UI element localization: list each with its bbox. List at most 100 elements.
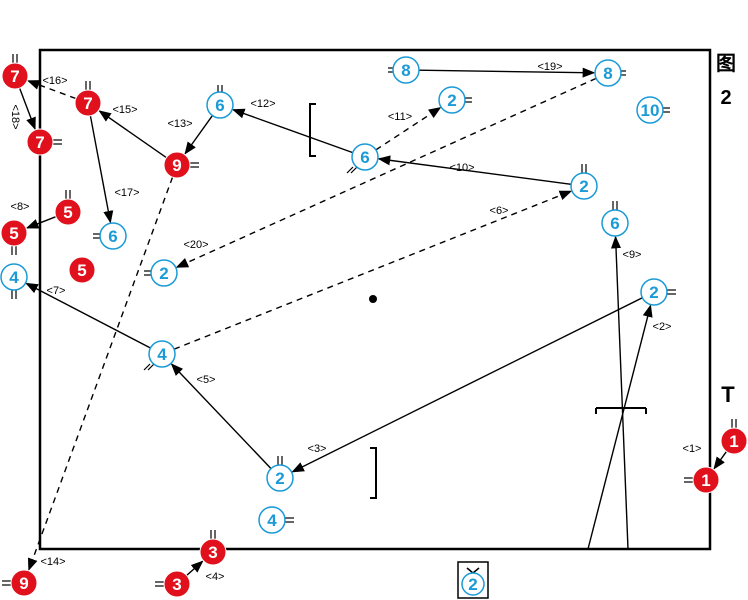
player-circle [206, 91, 234, 119]
move-label-m20: <20> [183, 239, 208, 251]
move-line-m18 [18, 87, 36, 131]
player-circle [0, 263, 28, 291]
player-number: 2 [649, 283, 658, 302]
side-mark: T [721, 382, 735, 407]
player-circle [68, 256, 96, 284]
move-line-m1 [713, 451, 727, 470]
player-circle [438, 86, 466, 114]
player-blue-b8b: 8 [594, 59, 626, 87]
player-number: 4 [157, 345, 167, 364]
player-blue-b6a: 6 [206, 85, 234, 119]
player-circle [266, 464, 294, 492]
player-blue-b6b: 6 [346, 143, 379, 174]
move-label-m14: <14> [40, 556, 65, 568]
player-red-r1a: 1 [720, 419, 748, 455]
move-label-m6: <6> [490, 205, 509, 217]
move-label-m4: <4> [206, 571, 225, 583]
player-blue-b6d: 6 [601, 201, 629, 237]
player-red-r1b: 1 [684, 466, 720, 494]
player-number: 8 [603, 64, 612, 83]
player-number: 5 [63, 203, 72, 222]
player-number: 7 [10, 67, 19, 86]
movement-lines: <1><2><3><4><5><6><7><8><9><10><11><12><… [9, 61, 727, 583]
move-line-m16 [26, 80, 77, 100]
move-line-m19 [418, 67, 596, 78]
player-blue-b8a: 8 [388, 56, 420, 84]
player-red-r7a: 7 [1, 54, 29, 90]
move-label-m5: <5> [197, 374, 216, 386]
player-red-r7c: 7 [26, 128, 62, 156]
player-number: 7 [83, 94, 92, 113]
player-red-r3a: 3 [199, 530, 227, 566]
player-blue-b2b: 2 [570, 164, 598, 200]
move-label-m12: <12> [250, 98, 275, 110]
player-markers: 8 8 2 10 6 6 2 6 6 2 4 4 2 2 4 2 7 7 7 9 5 5 5 1 1 33 9 [0, 54, 748, 598]
player-red-r9b: 9 [2, 569, 38, 597]
figure-caption-char: 图 [716, 52, 736, 75]
player-circle [594, 59, 622, 87]
coach-marker: 2 [457, 561, 489, 599]
move-label-m1: <1> [683, 443, 702, 455]
move-line-m11 [375, 106, 442, 151]
move-line-m14 [27, 176, 174, 572]
player-number: 6 [360, 148, 369, 167]
player-red-r7b: 7 [74, 81, 102, 117]
player-number: 4 [267, 511, 277, 530]
player-red-r9a: 9 [163, 151, 199, 179]
move-line-m15 [98, 110, 167, 159]
player-number: 6 [215, 96, 224, 115]
player-blue-b4c: 4 [258, 506, 294, 534]
player-circle [570, 172, 598, 200]
player-number: 2 [579, 177, 588, 196]
player-circle [720, 427, 748, 455]
player-red-r5b: 5 [0, 219, 28, 255]
player-number: 2 [275, 469, 284, 488]
player-circle [640, 278, 668, 306]
move-line-m10 [377, 155, 572, 185]
player-circle [26, 128, 54, 156]
move-line-m20 [175, 77, 597, 268]
move-label-m7: <7> [47, 285, 66, 297]
player-blue-b4a: 4 [0, 263, 28, 299]
player-number: 9 [172, 156, 181, 175]
player-red-r5a: 5 [54, 190, 82, 226]
move-line-m17 [89, 115, 114, 224]
stance-tick [143, 363, 151, 371]
player-circle [258, 506, 286, 534]
player-circle [74, 89, 102, 117]
player-blue-b2d: 2 [640, 278, 676, 306]
player-circle [163, 570, 191, 598]
center-dot [369, 295, 377, 303]
player-blue-b2c: 2 [144, 259, 178, 287]
player-circle [10, 569, 38, 597]
player-red-r5c: 5 [68, 256, 96, 284]
bracket-right [370, 447, 377, 499]
player-circle [1, 62, 29, 90]
player-number: 2 [159, 264, 168, 283]
player-number: 1 [729, 432, 738, 451]
player-circle [636, 96, 664, 124]
player-red-r3b: 3 [155, 570, 191, 598]
coach-number: 2 [468, 575, 477, 594]
player-circle [392, 56, 420, 84]
move-line-m12 [231, 108, 353, 154]
player-number: 5 [9, 224, 18, 243]
player-number: 6 [610, 214, 619, 233]
stance-tick [147, 363, 155, 371]
move-line-m8 [25, 216, 57, 229]
move-label-m16: <16> [42, 75, 67, 87]
player-blue-b10: 10 [636, 96, 670, 124]
move-line-m9 [610, 235, 629, 550]
move-line-m6 [173, 190, 573, 350]
stance-tick [346, 166, 354, 174]
player-circle [0, 219, 28, 247]
bracket-left [309, 103, 316, 157]
move-label-m11: <11> [388, 111, 412, 123]
figure-caption-num: 2 [720, 87, 731, 109]
player-number: 5 [77, 261, 86, 280]
player-blue-b6c: 6 [93, 222, 127, 250]
player-number: 1 [701, 471, 710, 490]
player-number: 6 [108, 227, 117, 246]
move-label-m15: <15> [112, 104, 137, 116]
